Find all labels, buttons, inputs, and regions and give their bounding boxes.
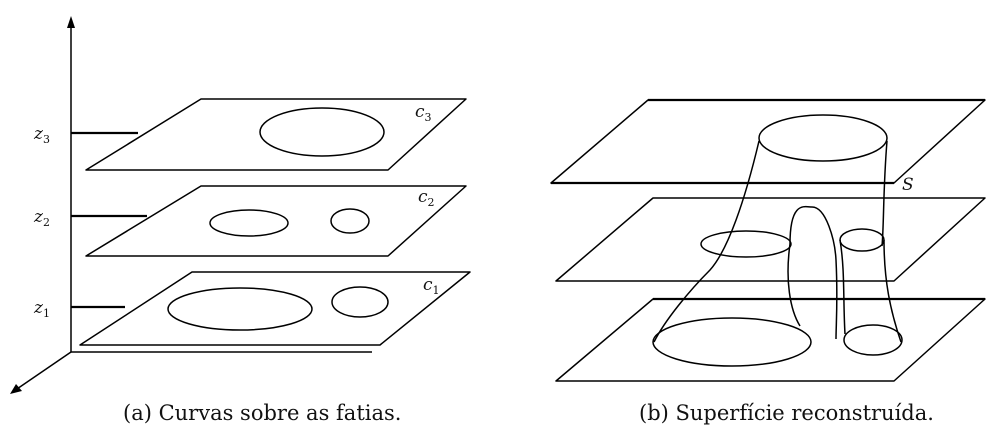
contour-c2-left	[209, 209, 289, 237]
contour-c1-left	[167, 287, 313, 331]
surface-label: S	[902, 175, 914, 195]
slice-plane-1	[79, 271, 471, 346]
caption-b: (b) Superfície reconstruída.	[639, 401, 934, 425]
surface-right-silhouette	[881, 140, 888, 247]
surface-bottom-contour-right	[843, 324, 903, 356]
z1-label: z1	[33, 298, 50, 320]
surface-left-branch-inner	[787, 243, 801, 327]
slice-plane-3	[85, 98, 467, 171]
surface-right-branch-inner	[839, 239, 846, 335]
x-axis-arrowhead	[10, 384, 22, 394]
surface-bottom-contour-left	[652, 317, 812, 367]
contour-c1-right	[331, 286, 389, 318]
surface-saddle-lobe	[789, 205, 838, 340]
surface-plane-middle	[555, 197, 986, 282]
c1-label: c1	[423, 275, 440, 297]
surface-left-silhouette	[653, 140, 760, 343]
panel-b-diagram: S	[550, 98, 986, 382]
z3-label: z3	[33, 124, 50, 146]
surface-plane-top	[550, 99, 986, 184]
surface-top-contour	[758, 114, 888, 162]
panel-a-diagram: z3 z2 z1 c3 c2 c1	[10, 16, 471, 394]
contour-c3	[259, 107, 385, 157]
z2-label: z2	[33, 207, 50, 229]
slice-plane-2	[85, 185, 467, 257]
contour-c2-right	[330, 208, 370, 234]
surface-middle-contour-left	[700, 230, 792, 258]
surface-plane-bottom	[555, 298, 986, 382]
c3-label: c3	[415, 102, 432, 124]
surface-middle-contour-right	[839, 228, 885, 252]
caption-a: (a) Curvas sobre as fatias.	[123, 401, 402, 425]
z-axis-arrowhead	[67, 16, 75, 28]
c2-label: c2	[418, 187, 435, 209]
x-axis	[13, 351, 72, 392]
